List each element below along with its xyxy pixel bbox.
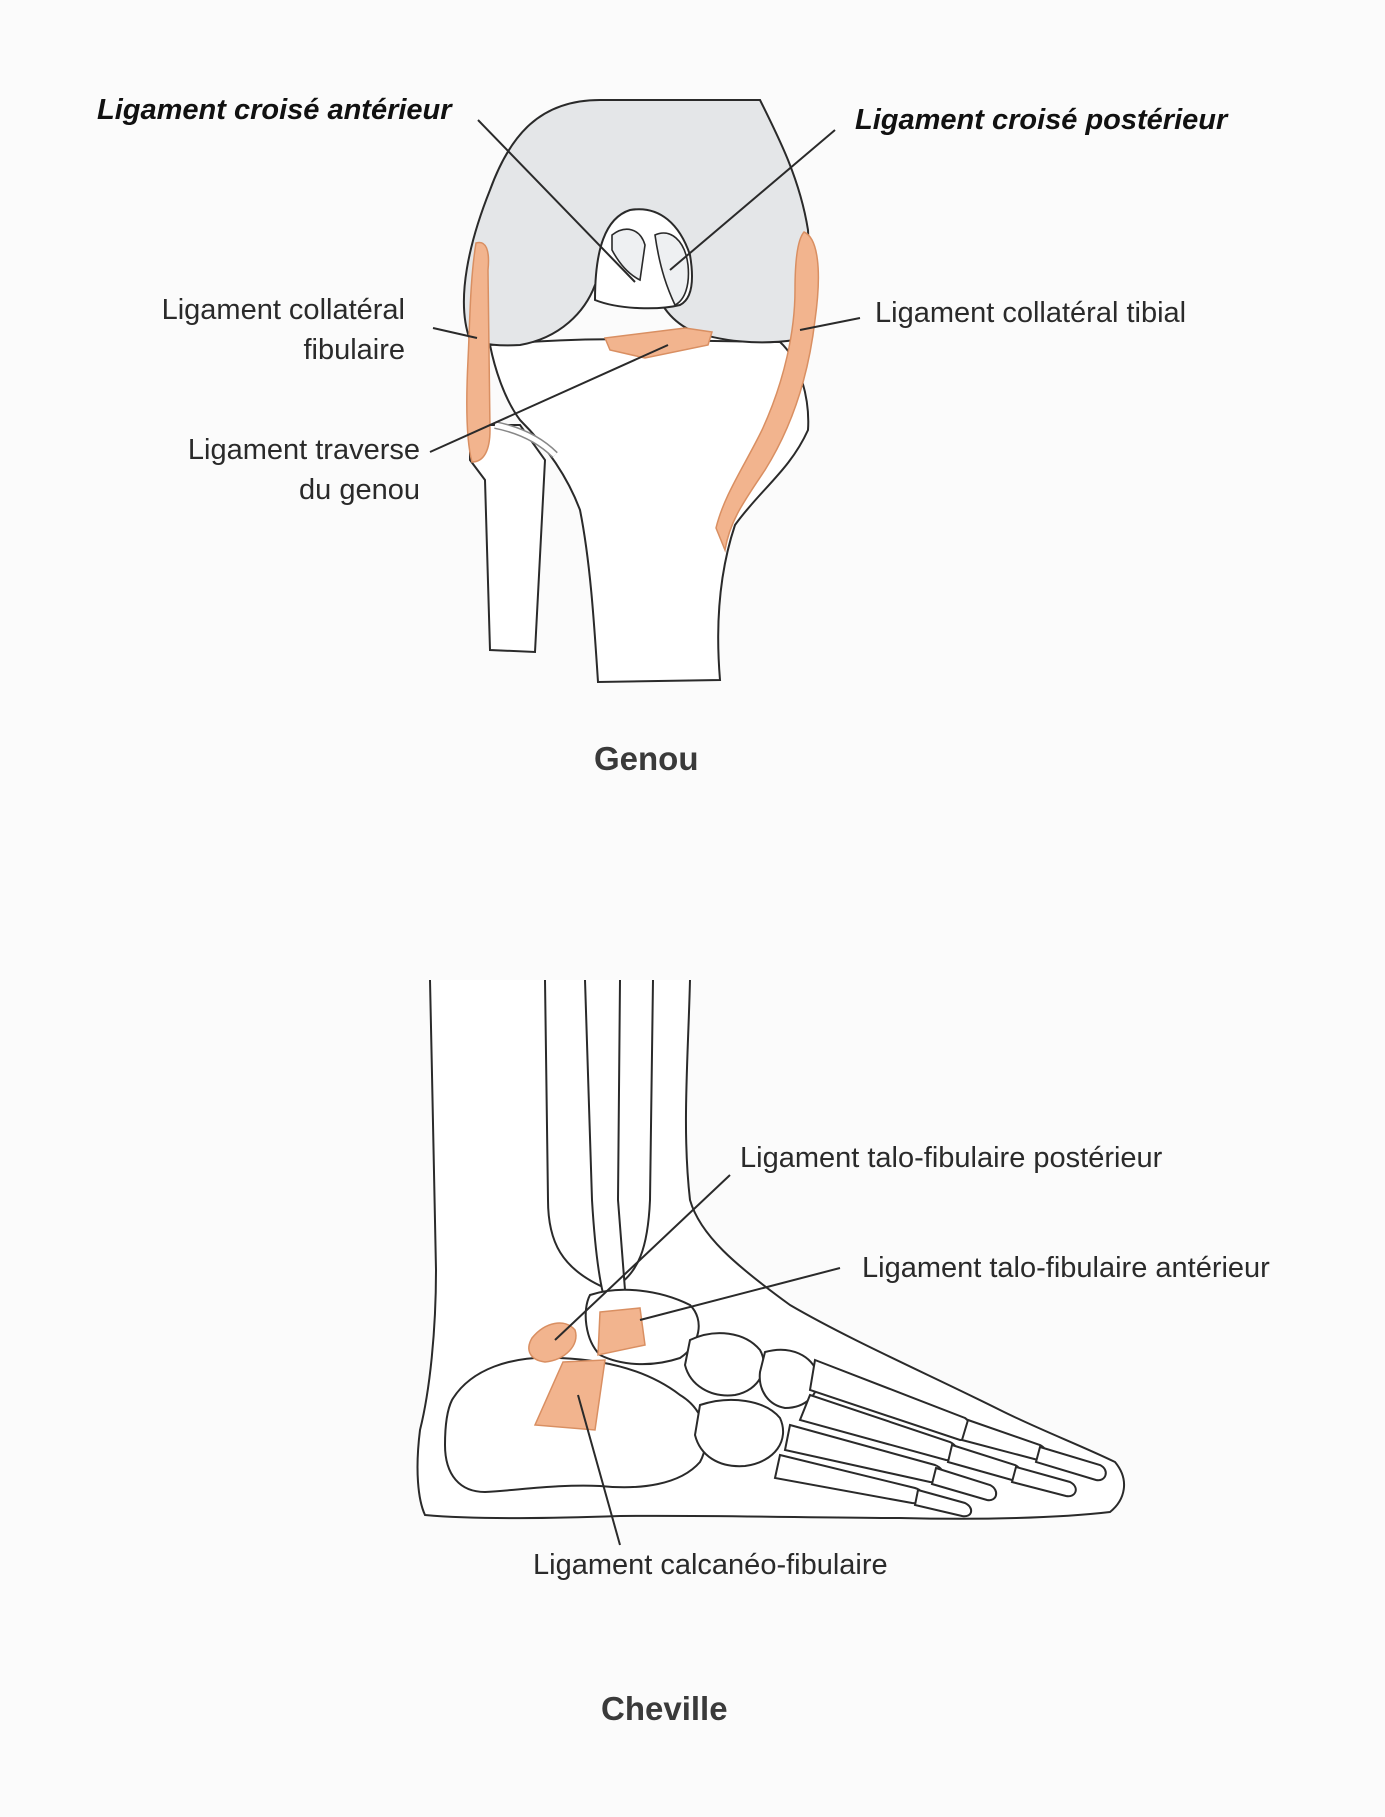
fibular-collateral-ligament [466,241,491,463]
caption-knee: Genou [594,740,699,777]
label-fibular-collateral-2: fibulaire [303,334,405,366]
label-transverse-1: Ligament traverse [187,434,420,466]
label-fibular-collateral-1: Ligament collatéral [161,294,405,326]
calcaneofibular-ligament [533,1359,606,1431]
label-posterior-talofibular: Ligament talo-fibulaire postérieur [740,1142,1163,1174]
ankle-leader-lines [554,1174,841,1546]
label-tibial-collateral: Ligament collatéral tibial [875,297,1187,329]
ankle-diagram [416,979,1125,1546]
label-anterior-talofibular: Ligament talo-fibulaire antérieur [862,1252,1270,1284]
caption-ankle: Cheville [601,1690,728,1727]
label-transverse-2: du genou [299,474,420,506]
transverse-ligament [603,327,713,359]
posterior-talofibular-ligament [528,1322,577,1363]
anterior-talofibular-ligament [597,1307,646,1356]
knee-leader-lines [429,119,861,453]
label-calcaneofibular: Ligament calcanéo-fibulaire [533,1549,888,1581]
label-acl: Ligament croisé antérieur [97,94,452,126]
knee-diagram [429,99,861,684]
metatarsals [773,1358,972,1505]
acl-shape [611,228,646,282]
tibial-collateral-ligament [715,231,820,553]
cuboid [693,1398,785,1468]
label-pcl: Ligament croisé postérieur [855,104,1228,136]
phalanges [913,1418,1107,1518]
